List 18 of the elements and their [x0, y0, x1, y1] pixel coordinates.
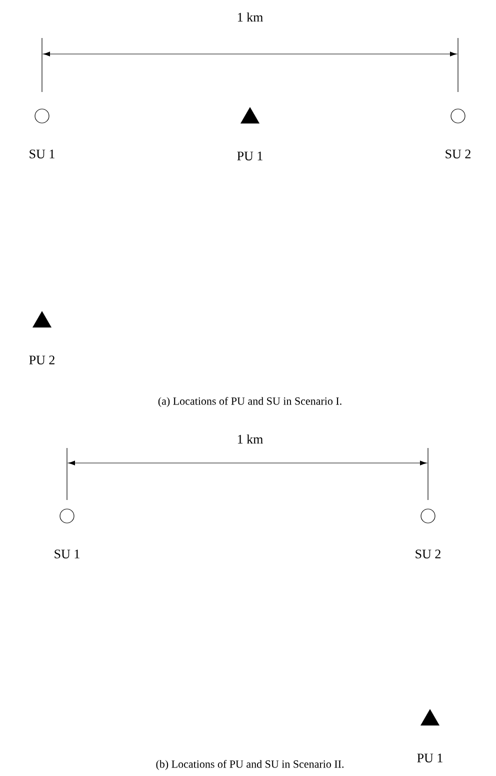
marker-label: SU 2 [446, 150, 470, 158]
subfigure-caption: (a) Locations of PU and SU in Scenario I. [158, 396, 342, 408]
subfigure-caption: (b) Locations of PU and SU in Scenario II. [156, 760, 344, 770]
triangle-marker [32, 311, 52, 328]
triangle-marker [240, 107, 260, 124]
marker-label: PU 2 [29, 356, 54, 364]
marker-label: SU 1 [30, 150, 54, 158]
dimension-label: 1 km [238, 12, 263, 22]
circle-marker [450, 108, 466, 124]
triangle-marker [420, 709, 440, 726]
circle-marker [34, 108, 50, 124]
circle-marker [420, 508, 436, 524]
dimension-label: 1 km [238, 434, 263, 444]
marker-label: SU 2 [416, 550, 440, 558]
marker-label: PU 1 [417, 754, 442, 762]
circle-marker [60, 508, 74, 524]
marker-label: PU 1 [237, 152, 262, 160]
marker-label: SU 1 [54, 550, 80, 558]
